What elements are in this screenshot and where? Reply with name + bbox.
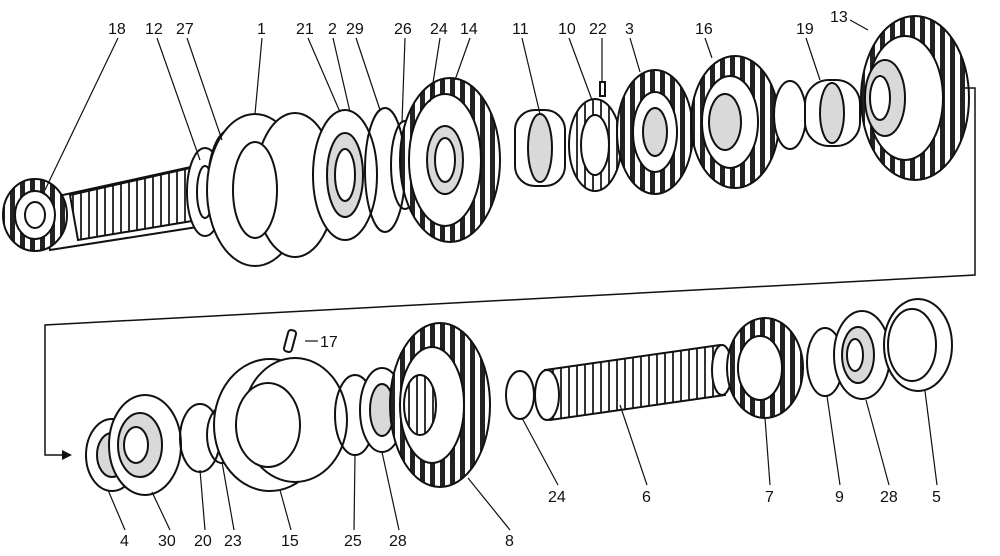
leader-lines [44,19,938,531]
pin-22 [599,81,606,97]
callout-24-bottom: 24 [548,489,566,506]
callout-28-left: 28 [389,533,407,550]
callout-8: 8 [505,533,514,550]
spacer [773,80,807,150]
callout-17: 17 [320,334,338,351]
callout-4: 4 [120,533,129,550]
callout-labels: 18 12 27 1 21 2 29 26 24 14 11 10 22 3 1… [108,9,941,550]
callout-22: 22 [589,21,607,38]
callout-14: 14 [460,21,478,38]
callout-1: 1 [257,21,266,38]
callout-20: 20 [194,533,212,550]
callout-15: 15 [281,533,299,550]
callout-9: 9 [835,489,844,506]
pin-17 [282,329,298,353]
callout-21: 21 [296,21,314,38]
output-shaft-6 [543,343,727,422]
callout-27: 27 [176,21,194,38]
callout-26: 26 [394,21,412,38]
callout-7: 7 [765,489,774,506]
bottom-assembly [85,298,953,496]
callout-6: 6 [642,489,651,506]
callout-30: 30 [158,533,176,550]
callout-24-top: 24 [430,21,448,38]
callout-12: 12 [145,21,163,38]
callout-5: 5 [932,489,941,506]
callout-13: 13 [830,9,848,26]
callout-16: 16 [695,21,713,38]
callout-11: 11 [512,21,529,38]
callout-10: 10 [558,21,576,38]
callout-25: 25 [344,533,362,550]
assembly-connector [44,87,976,456]
callout-2: 2 [328,21,337,38]
callout-23: 23 [224,533,242,550]
top-assembly [2,15,970,267]
connector-arrow [62,450,72,460]
snap-ring-24 [505,370,535,420]
callout-29: 29 [346,21,364,38]
callout-28-right: 28 [880,489,898,506]
callout-18: 18 [108,21,126,38]
callout-19: 19 [796,21,814,38]
callout-3: 3 [625,21,634,38]
